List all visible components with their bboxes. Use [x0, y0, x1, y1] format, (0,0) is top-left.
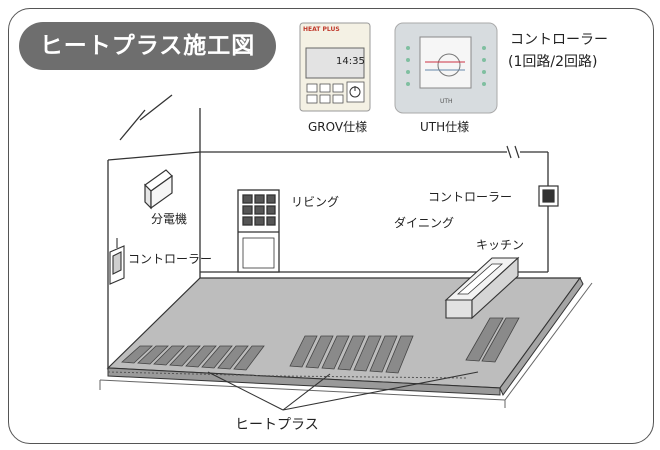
- controller-left-device: [109, 245, 125, 285]
- heat-panels-right: [465, 317, 520, 363]
- heat-plus-label: ヒートプラス: [235, 417, 319, 433]
- heat-panels-left: [121, 345, 265, 371]
- uth-controller: [394, 22, 498, 114]
- living-door: [237, 189, 280, 273]
- heat-panels-middle: [289, 335, 414, 374]
- controller-heading: コントローラー: [510, 32, 608, 48]
- grov-brand: HEAT PLUS: [303, 26, 340, 33]
- controller-left-label: コントローラー: [128, 252, 213, 266]
- controller-subheading: (1回路/2回路): [508, 54, 598, 70]
- distribution-board-label: 分電機: [151, 212, 188, 226]
- grov-time-display: 14:35: [336, 56, 365, 67]
- uth-caption: UTH仕様: [420, 120, 470, 134]
- uth-brand: UTH: [440, 98, 453, 105]
- diagram-frame: [8, 8, 654, 444]
- grov-controller: [299, 22, 371, 112]
- controller-right-label: コントローラー: [428, 190, 513, 204]
- page-title: ヒートプラス施工図: [19, 22, 276, 70]
- living-label: リビング: [291, 195, 340, 209]
- grov-caption: GROV仕様: [308, 120, 368, 134]
- controller-right-device: [538, 185, 559, 207]
- dining-label: ダイニング: [394, 216, 455, 230]
- kitchen-label: キッチン: [476, 238, 525, 252]
- distribution-board: [144, 169, 173, 210]
- kitchen-counter: [444, 256, 520, 320]
